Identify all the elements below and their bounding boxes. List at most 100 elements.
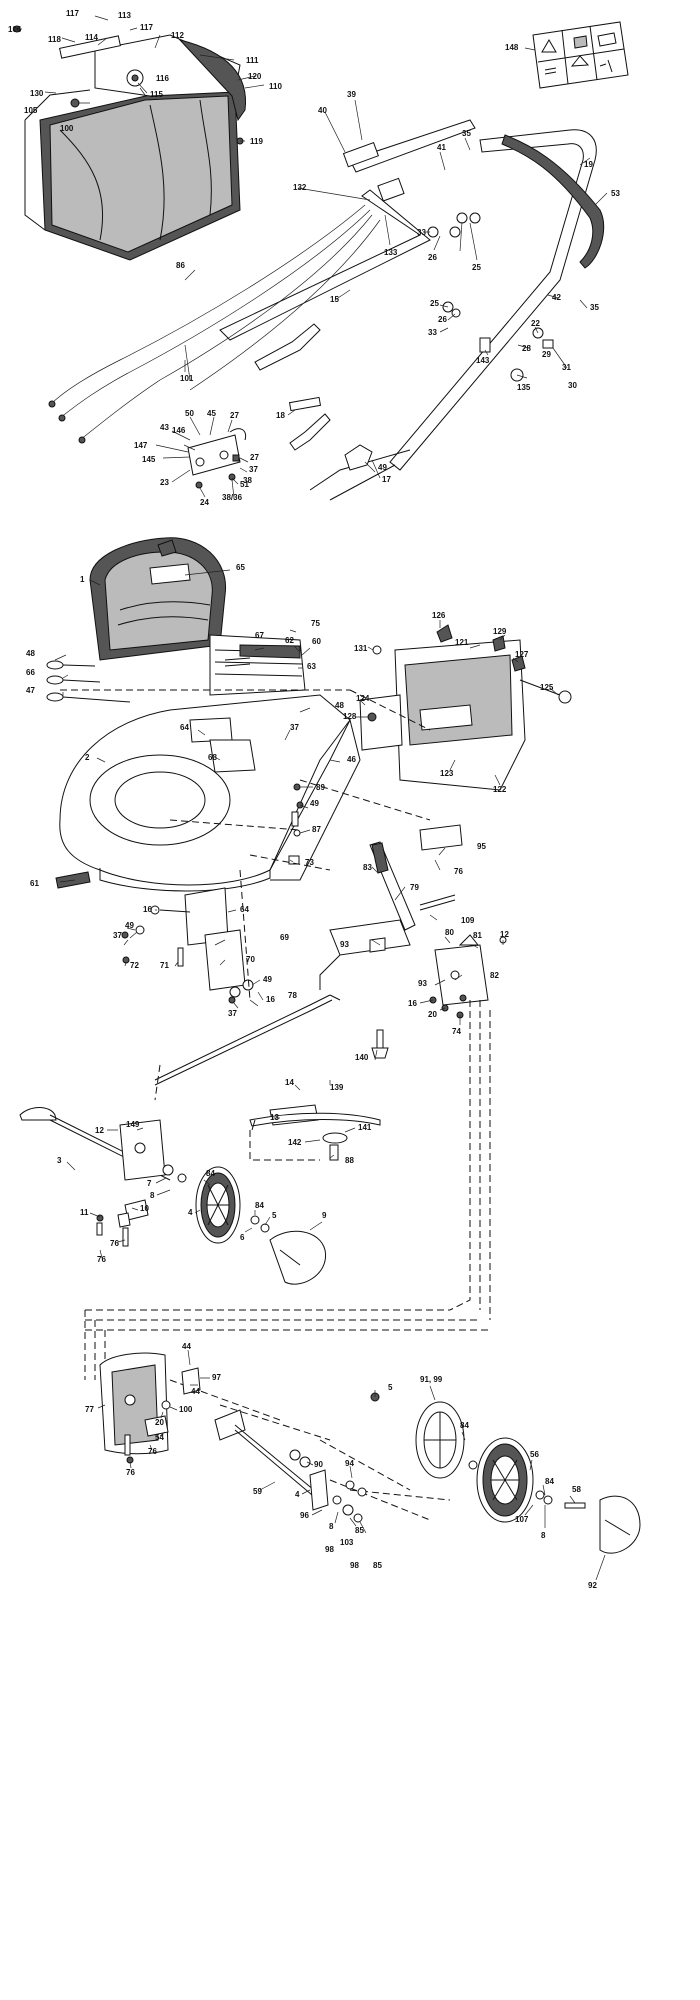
label-41: 41: [437, 143, 446, 152]
label-8b: 8: [329, 1522, 334, 1531]
label-27b: 27: [250, 453, 259, 462]
label-42: 42: [552, 293, 561, 302]
rear-axle-wheel: [99, 1352, 641, 1554]
label-2: 2: [85, 753, 90, 762]
label-59: 59: [253, 1487, 262, 1496]
label-48b: 48: [335, 701, 344, 710]
label-147: 147: [134, 441, 148, 450]
label-3: 3: [57, 1156, 62, 1165]
mower-deck: [55, 694, 361, 892]
label-46: 46: [347, 755, 356, 764]
label-54: 54: [155, 1433, 164, 1442]
label-120: 120: [248, 72, 262, 81]
leader-lines: [17, 15, 608, 1581]
label-12b: 12: [95, 1126, 104, 1135]
label-69: 69: [280, 933, 289, 942]
label-79: 79: [410, 883, 419, 892]
label-117b: 117: [140, 23, 153, 32]
label-83: 83: [363, 863, 372, 872]
label-35b: 35: [590, 303, 599, 312]
label-16: 16: [143, 905, 152, 914]
label-5b: 5: [388, 1383, 393, 1392]
label-51: 51: [240, 480, 249, 489]
label-116: 116: [156, 74, 169, 83]
label-20b: 20: [155, 1418, 164, 1427]
label-107: 107: [515, 1515, 529, 1524]
label-38: 38: [243, 476, 252, 485]
label-25b: 25: [430, 299, 439, 308]
label-12: 12: [500, 930, 509, 939]
label-148: 148: [505, 43, 519, 52]
label-19: 19: [584, 160, 593, 169]
label-17: 17: [382, 475, 391, 484]
label-48: 48: [26, 649, 35, 658]
label-62: 62: [285, 636, 294, 645]
label-11: 11: [80, 1208, 89, 1217]
label-98: 98: [325, 1545, 334, 1554]
label-76e: 76: [126, 1468, 135, 1477]
label-22: 22: [531, 319, 540, 328]
label-43: 43: [160, 423, 169, 432]
label-118: 118: [48, 35, 61, 44]
label-4: 4: [188, 1208, 193, 1217]
label-68: 68: [208, 753, 217, 762]
label-109: 109: [461, 916, 475, 925]
label-47: 47: [26, 686, 35, 695]
label-90: 90: [314, 1460, 323, 1469]
label-16b: 16: [266, 995, 275, 1004]
label-37c: 37: [113, 931, 122, 940]
label-24: 24: [200, 498, 209, 507]
label-139: 139: [330, 1083, 344, 1092]
label-71: 71: [160, 961, 169, 970]
label-128: 128: [343, 712, 357, 721]
cable-bracket: [187, 428, 247, 489]
label-15: 15: [330, 295, 339, 304]
label-142: 142: [288, 1138, 302, 1147]
label-133: 133: [384, 248, 398, 257]
label-27: 27: [230, 411, 239, 420]
label-106: 106: [8, 25, 22, 34]
label-100b: 100: [179, 1405, 193, 1414]
label-53: 53: [611, 189, 620, 198]
label-72: 72: [130, 961, 139, 970]
label-65: 65: [236, 563, 245, 572]
label-49c: 49: [125, 921, 134, 930]
label-146: 146: [172, 426, 186, 435]
label-33: 33: [417, 228, 426, 237]
label-94: 94: [345, 1459, 354, 1468]
warning-decal: [532, 21, 629, 89]
label-81: 81: [473, 931, 482, 940]
label-49b: 49: [310, 799, 319, 808]
cutting-blade: [249, 1104, 381, 1161]
label-18: 18: [276, 411, 285, 420]
label-141: 141: [358, 1123, 372, 1132]
connecting-rod: [154, 994, 389, 1086]
label-111: 111: [246, 56, 259, 65]
label-84: 84: [206, 1169, 215, 1178]
label-112: 112: [171, 31, 184, 40]
label-143: 143: [476, 356, 490, 365]
label-89: 89: [316, 783, 325, 792]
label-110: 110: [269, 82, 282, 91]
label-103: 103: [340, 1538, 354, 1547]
label-123: 123: [440, 769, 454, 778]
label-64b: 64: [240, 905, 249, 914]
label-9: 9: [322, 1211, 327, 1220]
label-85: 85: [355, 1526, 364, 1535]
label-38-36: 38/36: [222, 493, 243, 502]
label-75: 75: [311, 619, 320, 628]
label-61: 61: [30, 879, 39, 888]
label-130: 130: [30, 89, 44, 98]
label-124: 124: [356, 694, 370, 703]
label-70: 70: [246, 955, 255, 964]
label-44: 44: [182, 1342, 191, 1351]
label-145: 145: [142, 455, 156, 464]
label-121: 121: [455, 638, 469, 647]
front-axle-wheel: [19, 1107, 326, 1285]
label-49: 49: [378, 463, 387, 472]
label-28: 28: [522, 344, 531, 353]
label-95: 95: [477, 842, 486, 851]
label-6: 6: [240, 1233, 245, 1242]
label-25: 25: [472, 263, 481, 272]
